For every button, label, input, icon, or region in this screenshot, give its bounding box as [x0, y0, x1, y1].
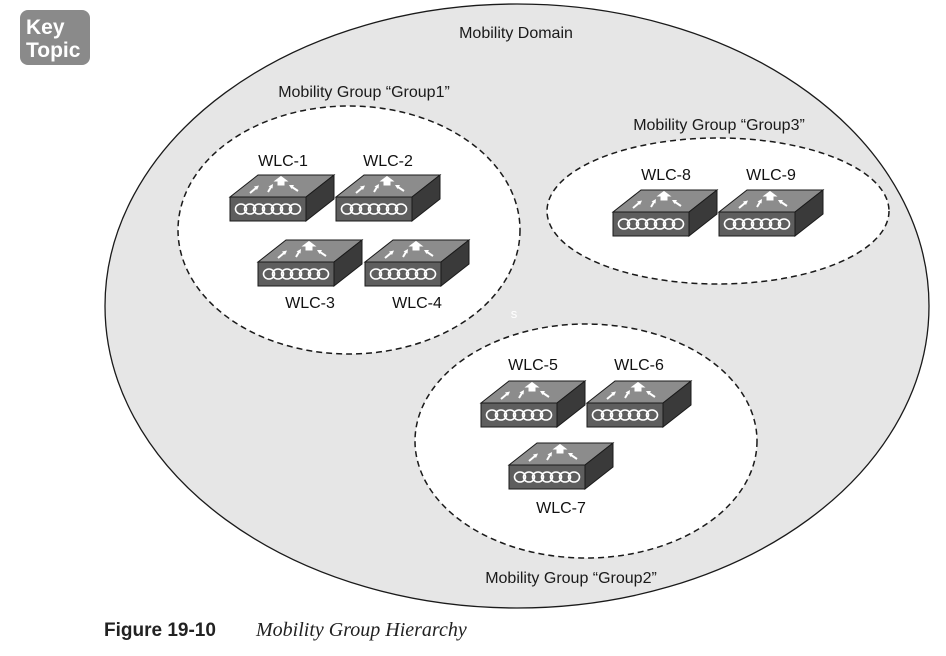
caption-title: Mobility Group Hierarchy — [255, 619, 467, 641]
wlc-9: WLC-9 — [718, 167, 824, 237]
wlc-6-label: WLC-6 — [614, 357, 664, 374]
badge-background — [20, 10, 90, 65]
group1-label: Mobility Group “Group1” — [278, 84, 450, 101]
wlc-1: WLC-1 — [229, 153, 335, 222]
wlc-3: WLC-3 — [257, 239, 363, 312]
wlc-5-label: WLC-5 — [508, 357, 558, 374]
wlc-3-label: WLC-3 — [285, 295, 335, 312]
wlc-5: WLC-5 — [480, 357, 586, 428]
group2-ellipse — [414, 323, 758, 559]
stray-mark: s — [511, 306, 518, 321]
group1-ellipse — [177, 105, 521, 355]
wlc-4-label: WLC-4 — [392, 295, 442, 312]
mobility-group-3: Mobility Group “Group3” — [546, 117, 890, 285]
badge-line1: Key — [26, 16, 65, 39]
wlc-9-label: WLC-9 — [746, 167, 796, 184]
group2-label: Mobility Group “Group2” — [485, 570, 657, 587]
wlc-8-label: WLC-8 — [641, 167, 691, 184]
wlc-8: WLC-8 — [612, 167, 718, 237]
group3-ellipse — [546, 137, 890, 285]
figure-caption: Figure 19-10 Mobility Group Hierarchy — [104, 619, 467, 641]
wlc-2: WLC-2 — [335, 153, 441, 222]
mobility-domain-label: Mobility Domain — [459, 25, 573, 42]
group3-label: Mobility Group “Group3” — [633, 117, 805, 134]
badge-line2: Topic — [26, 39, 81, 62]
wlc-2-label: WLC-2 — [363, 153, 413, 170]
wlc-1-label: WLC-1 — [258, 153, 308, 170]
wlc-7: WLC-7 — [508, 442, 614, 517]
wlc-6: WLC-6 — [586, 357, 692, 428]
wlc-4: WLC-4 — [364, 239, 470, 312]
caption-number: Figure 19-10 — [104, 620, 216, 641]
wlc-7-label: WLC-7 — [536, 500, 586, 517]
mobility-group-1: Mobility Group “Group1” — [177, 84, 521, 355]
key-topic-badge: Key Topic — [20, 10, 90, 65]
